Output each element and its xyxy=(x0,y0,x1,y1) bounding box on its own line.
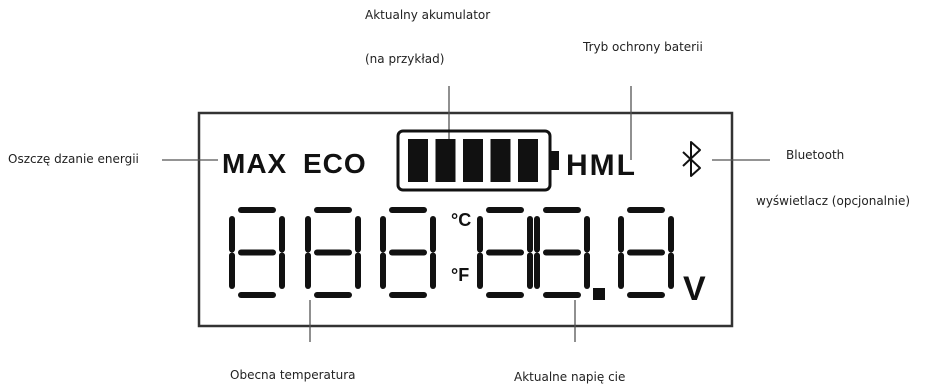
battery-bar-1 xyxy=(408,139,428,182)
battery-bar-4 xyxy=(490,139,511,182)
eco-label: ECO xyxy=(303,148,367,179)
callout-battery-protection: Tryb ochrony baterii xyxy=(583,40,703,54)
battery-bar-3 xyxy=(463,139,483,182)
callout-voltage: Aktualne napię cie xyxy=(514,370,626,384)
temperature-digit-3 xyxy=(380,207,436,298)
bluetooth-icon xyxy=(682,141,701,177)
callout-temperature: Obecna temperatura xyxy=(230,368,356,382)
callout-battery-level: Aktualny akumulator xyxy=(365,8,491,22)
max-label: MAX xyxy=(222,148,287,179)
voltage-digit-2 xyxy=(534,207,590,298)
callout-energy-saving: Oszczę dzanie energii xyxy=(8,152,139,166)
voltage-digit-3 xyxy=(618,207,674,298)
battery-icon xyxy=(396,129,559,192)
voltage-digit-1 xyxy=(477,207,533,298)
callout-bluetooth: Bluetooth xyxy=(786,148,845,162)
volt-label: V xyxy=(683,270,706,308)
decimal-point xyxy=(593,288,605,300)
fahrenheit-label: °F xyxy=(451,265,469,285)
battery-bar-5 xyxy=(518,139,538,182)
hml-label: HML xyxy=(566,149,637,182)
callout-bluetooth-display: wyświetlacz (opcjonalnie) xyxy=(756,194,911,208)
battery-bars xyxy=(408,139,538,182)
temperature-digits xyxy=(229,207,436,298)
celsius-label: °C xyxy=(451,210,471,230)
temperature-digit-1 xyxy=(229,207,285,298)
callout-battery-level-example: (na przykład) xyxy=(365,52,445,66)
battery-bar-2 xyxy=(435,139,456,182)
battery-terminal xyxy=(550,151,559,170)
voltage-digits xyxy=(477,207,674,298)
temperature-digit-2 xyxy=(305,207,361,298)
lcd-frame xyxy=(197,111,734,328)
